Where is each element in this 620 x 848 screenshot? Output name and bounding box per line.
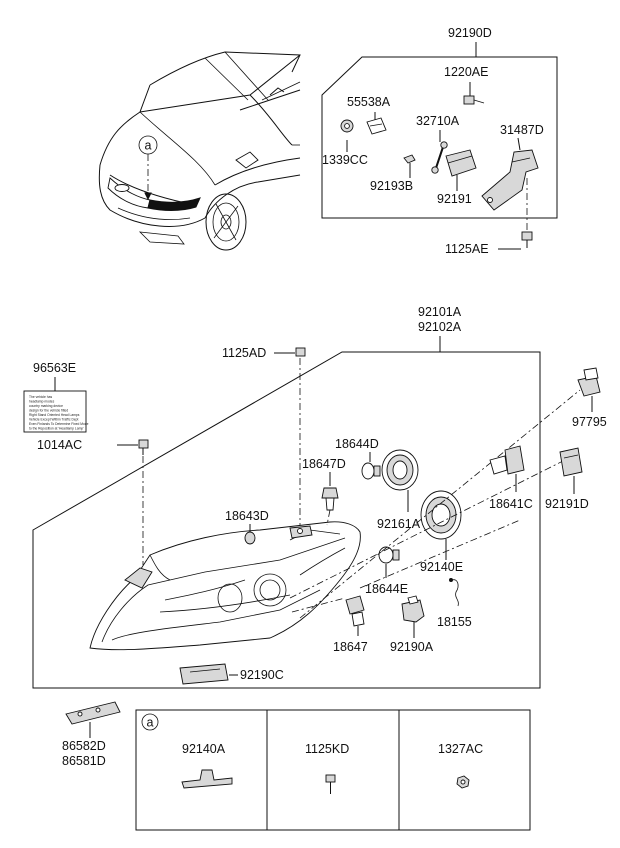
label-92193B: 92193B bbox=[370, 179, 413, 193]
table-cell-1327AC: 1327AC bbox=[438, 742, 483, 756]
label-92102A: 92102A bbox=[418, 320, 462, 334]
parts-table: a 92140A 1125KD 1327AC bbox=[135, 709, 531, 831]
callout-a-label: a bbox=[145, 139, 152, 153]
table-cell-1125KD: 1125KD bbox=[305, 742, 349, 756]
label-18644D: 18644D bbox=[335, 437, 379, 451]
label-18643D: 18643D bbox=[225, 509, 269, 523]
label-92101A: 92101A bbox=[418, 305, 462, 319]
svg-text:Right Stand Oriented Head Lamp: Right Stand Oriented Head Lamps bbox=[29, 413, 80, 417]
label-1339CC: 1339CC bbox=[322, 153, 368, 167]
svg-text:Vehicle Except Within Traffic: Vehicle Except Within Traffic Dept bbox=[29, 418, 78, 422]
svg-text:headlamp modes: headlamp modes bbox=[29, 400, 55, 404]
label-92140E: 92140E bbox=[420, 560, 463, 574]
label-86582D: 86582D bbox=[62, 739, 106, 753]
svg-text:The vehicle has: The vehicle has bbox=[29, 395, 52, 399]
table-ref-circle bbox=[141, 713, 159, 731]
label-97795: 97795 bbox=[572, 415, 607, 429]
mounting-bracket: 86582D 86581D bbox=[62, 701, 121, 768]
label-18641C: 18641C bbox=[489, 497, 533, 511]
label-92190C: 92190C bbox=[240, 668, 284, 682]
parts-table-border bbox=[135, 709, 531, 831]
label-18647D: 18647D bbox=[302, 457, 346, 471]
car-illustration: a bbox=[98, 51, 301, 251]
label-18644E: 18644E bbox=[365, 582, 408, 596]
label-92161A: 92161A bbox=[377, 517, 421, 531]
svg-text:design for the vehicle fitted: design for the vehicle fitted bbox=[29, 409, 68, 413]
label-96563E: 96563E bbox=[33, 361, 76, 375]
table-ref-label: a bbox=[147, 716, 154, 730]
headlamp-assembly: 92101A 92102A 1125AD 96563E The vehicle … bbox=[23, 305, 607, 689]
svg-text:to the Reposition at 'Headlamp: to the Reposition at 'Headlamp Lamp' bbox=[29, 427, 84, 431]
label-1125AE: 1125AE bbox=[445, 242, 489, 256]
sticker-text: The vehicle has headlamp modes country m… bbox=[29, 395, 89, 431]
label-1014AC: 1014AC bbox=[37, 438, 82, 452]
label-1125AD: 1125AD bbox=[222, 346, 266, 360]
table-cell-92140A: 92140A bbox=[182, 742, 226, 756]
svg-text:Even Finlands To Determine Fix: Even Finlands To Determine Fixed Mode bbox=[29, 422, 89, 426]
label-31487D: 31487D bbox=[500, 123, 544, 137]
label-92190A: 92190A bbox=[390, 640, 434, 654]
label-18647: 18647 bbox=[333, 640, 368, 654]
label-92191: 92191 bbox=[437, 192, 472, 206]
leveling-sensor-inset: 92190D 1220AE 55538A 32710A 31487D 1339C… bbox=[321, 26, 558, 256]
warning-sticker bbox=[23, 390, 87, 433]
svg-text:country marking device: country marking device bbox=[29, 404, 63, 408]
label-92191D: 92191D bbox=[545, 497, 589, 511]
label-32710A: 32710A bbox=[416, 114, 460, 128]
label-55538A: 55538A bbox=[347, 95, 391, 109]
label-1220AE: 1220AE bbox=[444, 65, 488, 79]
label-18155: 18155 bbox=[437, 615, 472, 629]
label-92190D: 92190D bbox=[448, 26, 492, 40]
label-86581D: 86581D bbox=[62, 754, 106, 768]
